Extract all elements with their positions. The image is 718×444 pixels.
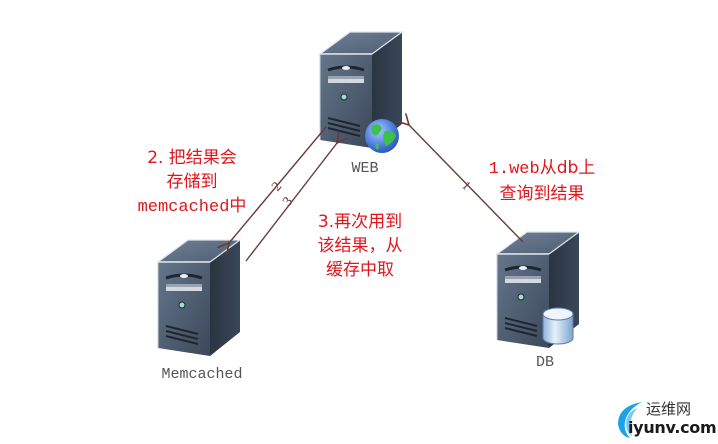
web-label: WEB [351, 160, 379, 177]
note-step-3: 3.再次用到 该结果，从 缓存中取 [298, 210, 422, 282]
note-step-1-line2: 查询到结果 [499, 184, 585, 204]
note-step-1-line1-suffix: 从db上 [539, 158, 596, 178]
memcached-server-icon[interactable] [156, 238, 242, 358]
note-step-1-line1: 1.web从db上 [478, 156, 606, 182]
web-server-icon[interactable] [318, 30, 404, 153]
memcached-label: Memcached [161, 366, 243, 383]
watermark-en: iyunv.com [628, 418, 717, 437]
note-step-2-line3-prefix: memcached [137, 198, 230, 217]
note-step-2: 2. 把结果会 存储到 memcached中 [128, 146, 256, 220]
swoosh-logo-icon [618, 402, 642, 438]
note-step-2-line1: 2. 把结果会 [147, 148, 237, 168]
arrow-2-line [229, 126, 327, 243]
db-server-icon[interactable] [495, 230, 581, 350]
arrow-1-step-label: 1 [459, 178, 474, 193]
note-step-3-line2: 该结果，从 [317, 236, 403, 256]
note-step-3-line1: 3.再次用到 [317, 212, 403, 232]
note-step-2-line3-suffix: 中 [229, 196, 247, 216]
note-step-2-line2: 存储到 [166, 172, 218, 192]
watermark-logo: 运维网 iyunv.com [612, 396, 717, 442]
note-step-3-line3: 缓存中取 [326, 260, 394, 280]
arrow-1-line [409, 125, 524, 243]
note-step-1: 1.web从db上 查询到结果 [478, 156, 606, 206]
db-label: DB [535, 354, 554, 371]
arrow-3-line [245, 143, 337, 262]
note-step-2-line3: memcached中 [128, 194, 256, 220]
database-cylinder-icon [542, 307, 574, 345]
note-step-1-line1-prefix: 1.web [488, 160, 540, 179]
globe-icon [365, 119, 399, 153]
arrow-3-step-label: 3 [280, 194, 296, 209]
watermark-cn: 运维网 [646, 400, 692, 418]
